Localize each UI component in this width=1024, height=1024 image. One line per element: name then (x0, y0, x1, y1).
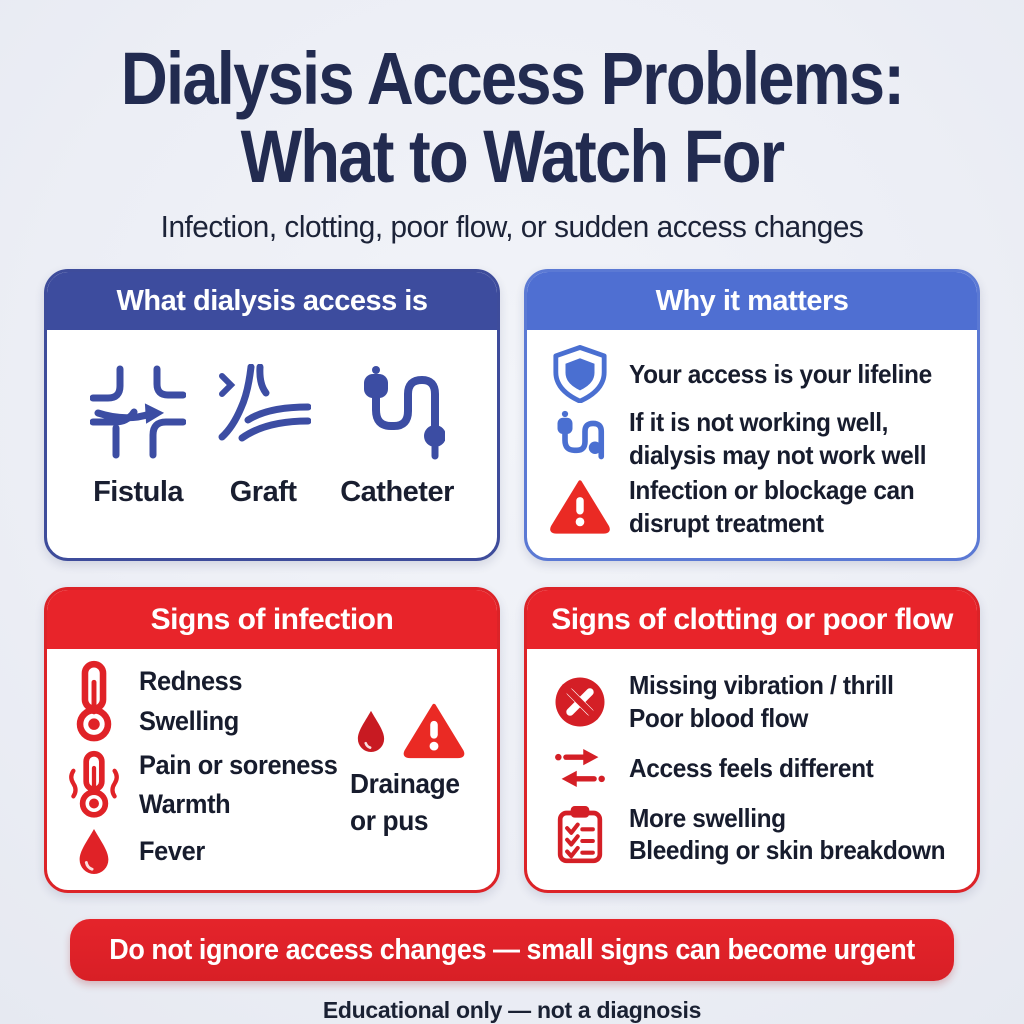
card-access-types-header: What dialysis access is (47, 272, 497, 331)
infection-item-text: Fever (139, 835, 205, 866)
fistula-icon (90, 364, 187, 460)
page-title-line2: What to Watch For (240, 114, 786, 198)
catheter-small-icon (549, 409, 611, 469)
access-item-catheter: Catheter (340, 364, 454, 509)
clotting-item-bleeding: More swelling Bleeding or skin breakdown (549, 802, 957, 867)
clotting-item-text: Missing vibration / thrill Poor blood fl… (629, 670, 894, 733)
infection-drainage-callout: Drainage or pus (350, 659, 497, 876)
why-item-lifeline: Your access is your lifeline (549, 345, 957, 404)
page-title-line1: Dialysis Access Problems: (120, 37, 905, 120)
why-item-text: Infection or blockage can disrupt treatm… (629, 475, 915, 538)
drop-icon (65, 826, 123, 876)
clotting-item-text: More swelling Bleeding or skin breakdown (629, 802, 946, 866)
access-item-fistula: Fistula (90, 364, 187, 509)
warning-banner-text: Do not ignore access changes — small sig… (109, 933, 915, 966)
access-item-label: Catheter (340, 475, 454, 508)
catheter-icon (349, 364, 446, 460)
arrows-icon (549, 742, 611, 794)
thermometer-heat-icon (65, 744, 123, 826)
clotting-item-different: Access feels different (549, 742, 957, 794)
page-title: Dialysis Access Problems: What to Watch … (100, 40, 924, 195)
infection-item-text: Redness Swelling (139, 666, 243, 736)
why-item-text: If it is not working well, dialysis may … (629, 407, 927, 470)
cards-grid: What dialysis access is (44, 269, 980, 894)
card-signs-clotting-body: Missing vibration / thrill Poor blood fl… (527, 649, 977, 890)
access-item-label: Graft (229, 475, 297, 508)
page-subtitle: Infection, clotting, poor flow, or sudde… (160, 209, 864, 245)
clipboard-icon (549, 803, 611, 865)
drainage-text: Drainage or pus (350, 768, 460, 836)
clotting-item-vibration: Missing vibration / thrill Poor blood fl… (549, 669, 957, 734)
access-item-label: Fistula (93, 475, 184, 508)
card-signs-clotting: Signs of clotting or poor flow Missing v… (524, 587, 980, 894)
card-signs-infection-body: Redness Swelling (47, 649, 497, 890)
card-signs-clotting-header: Signs of clotting or poor flow (527, 590, 977, 650)
infection-item-redness-swelling: Redness Swelling (65, 660, 350, 744)
clotting-item-text: Access feels different (629, 752, 874, 783)
card-signs-infection: Signs of infection R (44, 587, 500, 894)
card-access-types-body: Fistula Graft (47, 330, 497, 558)
infection-item-pain-warmth: Pain or soreness Warmth (65, 744, 350, 826)
warning-triangle-icon (549, 478, 611, 536)
why-item-working: If it is not working well, dialysis may … (549, 406, 957, 471)
infection-item-text: Pain or soreness Warmth (139, 749, 338, 819)
why-item-disrupt: Infection or blockage can disrupt treatm… (549, 474, 957, 539)
why-item-text: Your access is your lifeline (629, 359, 932, 390)
graft-icon (215, 363, 312, 460)
access-item-graft: Graft (215, 363, 312, 509)
warning-banner: Do not ignore access changes — small sig… (70, 919, 954, 982)
drainage-warning-icon (402, 702, 466, 760)
infection-item-fever: Fever (65, 826, 350, 876)
no-vibration-icon (549, 674, 611, 730)
card-signs-infection-header: Signs of infection (47, 590, 497, 650)
infection-list: Redness Swelling (65, 659, 350, 876)
card-why-it-matters: Why it matters Your access is your lifel… (524, 269, 980, 562)
drainage-icons (350, 702, 497, 760)
card-why-it-matters-body: Your access is your lifeline If it is n (527, 330, 977, 558)
drainage-drop-icon (350, 708, 392, 754)
card-why-it-matters-header: Why it matters (527, 272, 977, 331)
card-access-types: What dialysis access is (44, 269, 500, 562)
shield-icon (549, 345, 611, 404)
footer-disclaimer: Educational only — not a diagnosis (322, 997, 702, 1024)
thermometer-icon (65, 660, 123, 744)
